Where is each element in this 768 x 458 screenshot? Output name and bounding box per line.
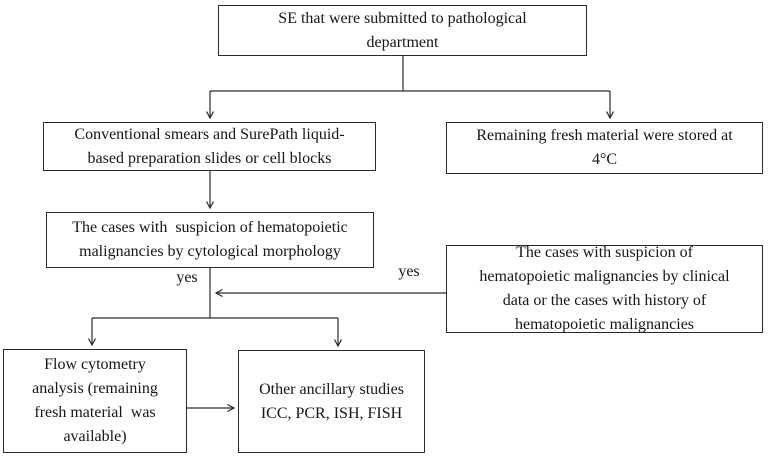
edge-label-yes-left: yes	[176, 269, 198, 286]
edge-label-yes-right: yes	[398, 263, 420, 280]
node-fresh-material-stored: Remaining fresh material were stored at …	[446, 122, 763, 174]
node-other-ancillary-studies: Other ancillary studies ICC, PCR, ISH, F…	[238, 350, 425, 453]
node-submitted-to-pathology: SE that were submitted to pathological d…	[218, 5, 587, 56]
node-suspicion-by-cytology: The cases with suspicion of hematopoieti…	[46, 212, 374, 268]
node-smears-and-slides: Conventional smears and SurePath liquid-…	[43, 122, 376, 171]
node-flow-cytometry-analysis: Flow cytometry analysis (remaining fresh…	[3, 349, 187, 453]
node-suspicion-by-clinical-data: The cases with suspicion of hematopoieti…	[446, 244, 763, 333]
